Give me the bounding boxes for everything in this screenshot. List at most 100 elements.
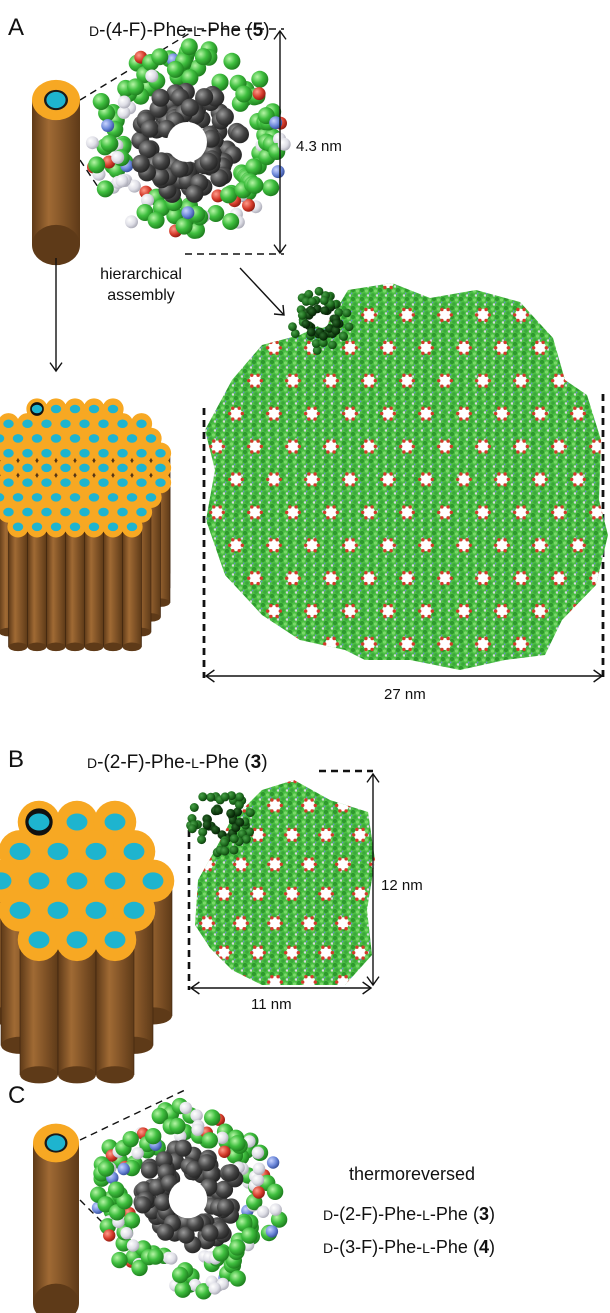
lattice-atom: [427, 483, 431, 487]
lattice-atom: [378, 857, 381, 860]
lattice-atom: [459, 472, 463, 476]
lattice-atom: [231, 483, 235, 487]
lattice-atom: [418, 411, 422, 416]
lattice-atom: [326, 384, 330, 388]
lattice-atom: [456, 346, 460, 350]
lattice-pore: [287, 440, 299, 453]
lattice-atom: [330, 833, 334, 837]
lattice-atom: [361, 576, 365, 580]
lattice-atom: [200, 538, 203, 541]
lattice-atom: [378, 927, 381, 930]
lattice-pore: [420, 341, 432, 354]
lattice-atom: [218, 516, 222, 520]
bundle-tube-core: [50, 493, 62, 502]
lattice-atom: [382, 863, 385, 866]
lattice-atom: [209, 444, 213, 449]
lattice-pore: [252, 828, 264, 841]
lattice-atom: [307, 472, 311, 476]
lattice-atom: [427, 472, 431, 476]
lattice-atom: [378, 868, 381, 871]
lattice-atom: [288, 636, 292, 641]
lattice-atom: [313, 406, 317, 410]
atom: [126, 1239, 140, 1252]
lattice-pore: [218, 946, 230, 959]
lattice-atom: [535, 351, 539, 355]
lattice-pore: [320, 887, 332, 900]
lattice-atom: [497, 285, 501, 290]
lattice-atom: [327, 956, 331, 960]
lattice-atom: [237, 406, 241, 410]
bundle-tube-core: [41, 507, 52, 517]
lattice-pore: [496, 473, 508, 486]
lattice-atom: [321, 780, 325, 784]
bundle-tube-bottom: [65, 642, 85, 652]
lattice-atom: [560, 307, 564, 312]
lattice-atom: [383, 285, 387, 290]
lattice-atom: [459, 275, 462, 278]
lattice-pore: [439, 506, 451, 519]
lattice-atom: [465, 417, 469, 421]
lattice-atom: [301, 921, 305, 925]
lattice-atom: [487, 510, 491, 515]
tube-diameter-label: 4.3 nm: [296, 138, 342, 155]
lattice-atom: [468, 609, 472, 613]
bundle-tube-core: [98, 507, 109, 517]
panel-a-bundle: [193, 275, 608, 670]
lattice-atom: [321, 886, 325, 890]
compound-part1: -(2-F)-Phe-: [97, 752, 192, 773]
atom: [147, 211, 165, 229]
atom: [145, 69, 159, 83]
lattice-pore: [211, 440, 223, 453]
lattice-pore: [249, 572, 261, 585]
lattice-pore: [553, 308, 565, 321]
lattice-atom: [253, 897, 257, 901]
lattice-atom: [532, 477, 536, 482]
atom: [88, 156, 106, 174]
lattice-atom: [269, 472, 273, 476]
lattice-atom: [437, 510, 441, 515]
lattice-atom: [285, 642, 289, 646]
bundle-tube-core: [50, 522, 62, 532]
lattice-atom: [465, 340, 469, 345]
lattice-atom: [516, 516, 520, 520]
lattice-atom: [193, 352, 196, 355]
lattice-atom: [318, 774, 321, 777]
lattice-pore: [303, 799, 315, 812]
highlight-atom: [332, 319, 341, 328]
lattice-atom: [592, 516, 596, 520]
lattice-atom: [262, 833, 266, 837]
lattice-atom: [421, 538, 425, 542]
lattice-atom: [228, 609, 232, 613]
highlight-atom: [320, 306, 330, 315]
lattice-atom: [270, 798, 274, 802]
lattice-atom: [313, 862, 317, 866]
lattice-atom: [430, 283, 434, 284]
lattice-atom: [192, 956, 195, 959]
lattice-atom: [269, 417, 273, 421]
highlight-atom: [202, 820, 212, 830]
lattice-atom: [270, 868, 274, 872]
bundle-tube-core: [28, 931, 50, 949]
panel-c-compound-1: D-(2-F)-Phe-L-Phe (3): [323, 1204, 495, 1225]
lattice-atom: [592, 450, 596, 454]
lattice-atom: [370, 636, 374, 641]
lattice-atom: [231, 275, 234, 278]
bundle-tube-core: [41, 448, 52, 458]
lattice-atom: [579, 538, 583, 542]
lattice-atom: [554, 636, 558, 641]
lattice-pore: [235, 917, 247, 930]
lattice-atom: [275, 417, 279, 421]
bundle-tube-core: [104, 872, 126, 890]
lattice-atom: [332, 384, 336, 388]
atom: [201, 1132, 218, 1149]
lattice-atom: [554, 373, 558, 377]
lattice-atom: [253, 780, 257, 784]
lattice-pore: [201, 917, 213, 930]
lattice-atom: [276, 809, 280, 813]
lattice-atom: [551, 379, 555, 383]
highlight-atom: [241, 834, 251, 844]
lattice-pore: [534, 473, 546, 486]
highlight-atom: [328, 340, 337, 350]
diameter-arrow: [273, 29, 287, 255]
atom: [256, 1205, 270, 1219]
